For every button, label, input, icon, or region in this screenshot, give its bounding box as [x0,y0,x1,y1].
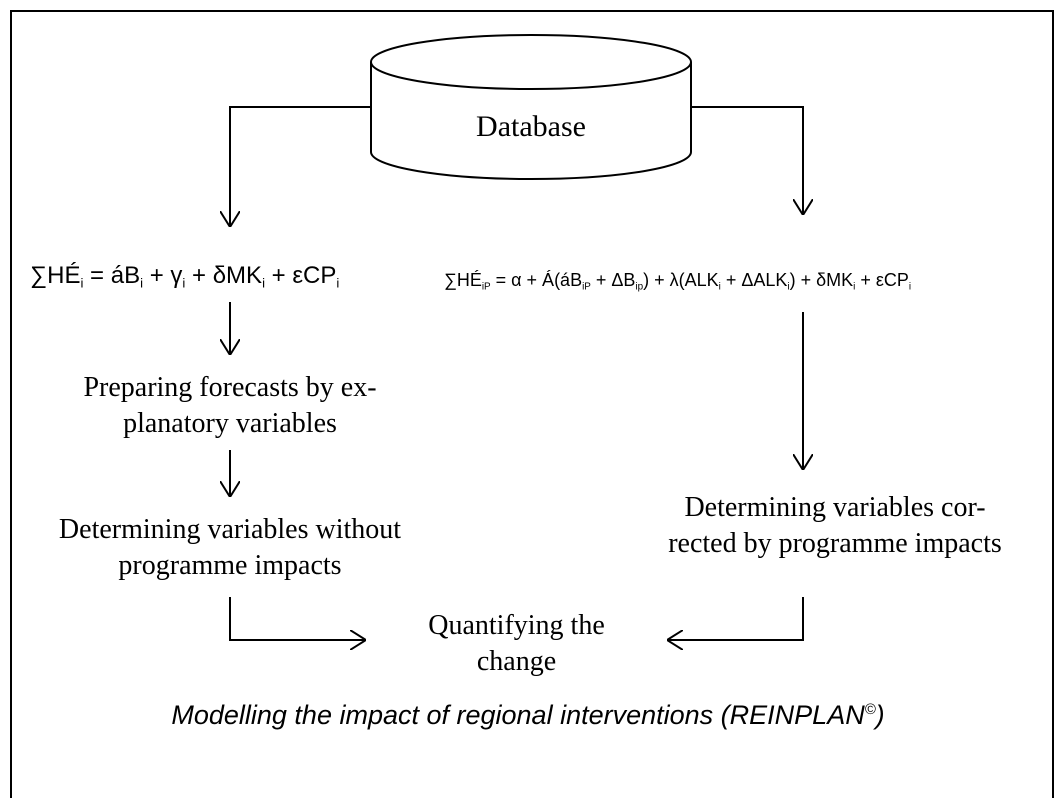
step-corrected-by-programme: Determining variables cor- rected by pro… [625,490,1045,562]
formula-with-programme: ∑HÉiP = α + Á(áBiP + ΔBip) + λ(ALKi + ΔA… [444,270,912,293]
step-without-programme-line2: programme impacts [118,550,342,581]
step-without-programme: Determining variables without programme … [20,512,440,584]
step-quantifying-line1: Quantifying the [428,610,605,641]
step-without-programme-line1: Determining variables without [58,514,402,545]
figure-caption: Modelling the impact of regional interve… [171,700,885,730]
step-preparing-forecasts-line1: Preparing forecasts by ex- [83,372,377,403]
step-quantifying-change: Quantifying the change [366,608,667,680]
database-label: Database [476,110,586,143]
database-cylinder [370,34,692,180]
arrow-database-to-left [230,106,371,227]
step-quantifying-line2: change [476,646,557,677]
step-preparing-forecasts-line2: planatory variables [123,408,337,439]
figure-frame [10,10,1054,798]
formula-without-programme: ∑HÉi = áBi + γi + δMKi + εCPi [30,262,340,291]
arrow-without-to-quantify [229,597,366,640]
step-preparing-forecasts: Preparing forecasts by ex- planatory var… [20,370,440,442]
copyright-mark: © [864,702,876,718]
arrow-database-to-right [691,106,803,215]
step-corrected-line1: Determining variables cor- [684,492,986,523]
step-corrected-line2: rected by programme impacts [668,528,1002,559]
arrow-corrected-to-quantify [667,597,804,640]
